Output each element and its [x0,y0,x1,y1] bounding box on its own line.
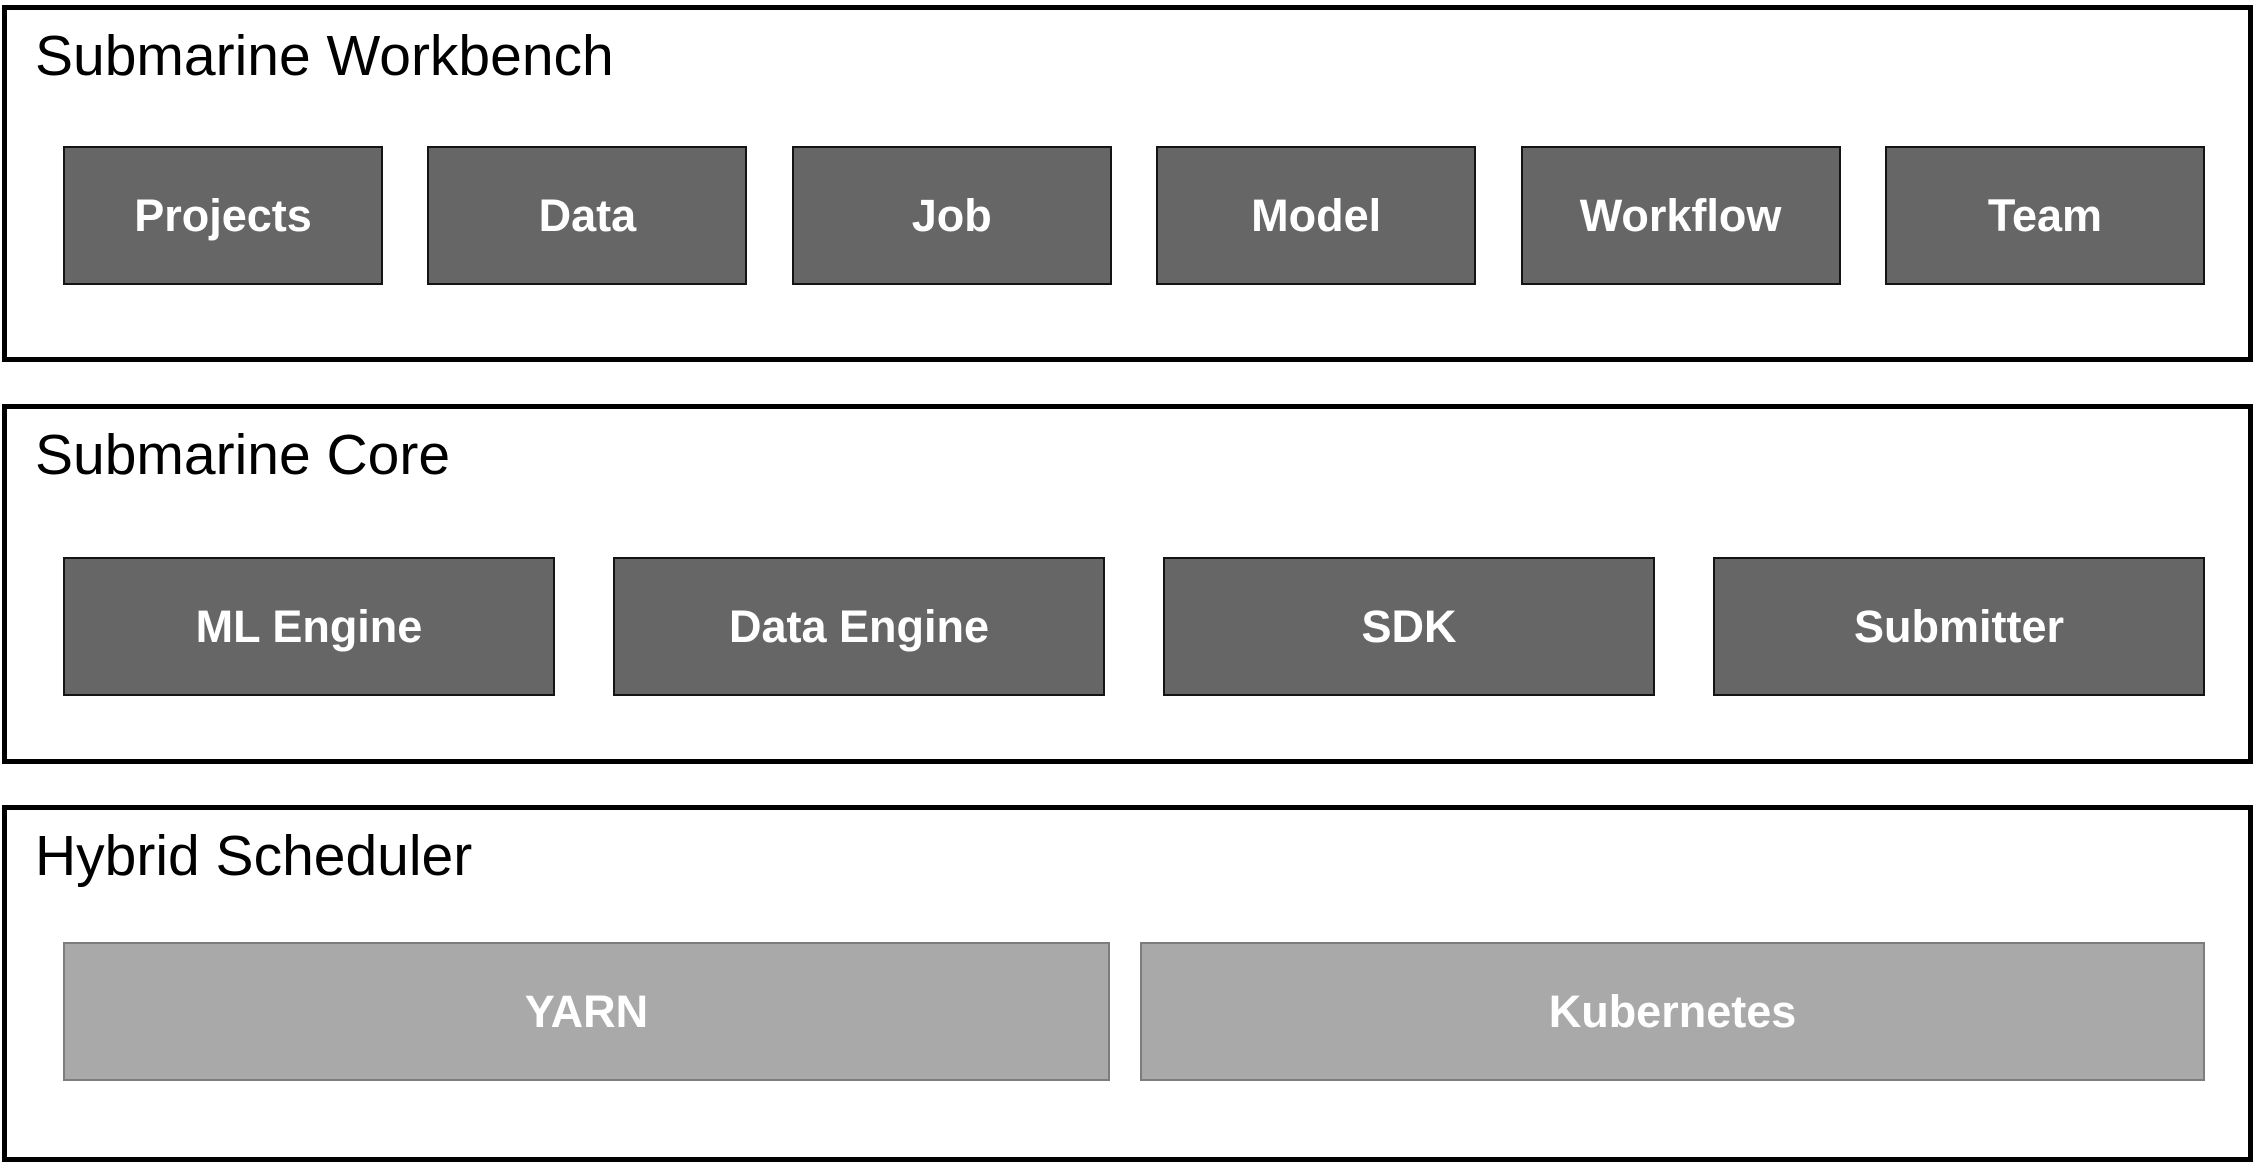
core-components-row: ML Engine Data Engine SDK Submitter [63,557,2205,696]
section-title-submarine-workbench: Submarine Workbench [35,24,614,88]
box-ml-engine: ML Engine [63,557,555,696]
section-submarine-core: Submarine Core ML Engine Data Engine SDK… [2,404,2253,764]
section-submarine-workbench: Submarine Workbench Projects Data Job Mo… [2,5,2253,362]
box-model: Model [1156,146,1477,285]
section-hybrid-scheduler: Hybrid Scheduler YARN Kubernetes [2,805,2253,1162]
workbench-components-row: Projects Data Job Model Workflow Team [63,146,2205,285]
box-data: Data [427,146,748,285]
box-sdk: SDK [1163,557,1655,696]
section-title-hybrid-scheduler: Hybrid Scheduler [35,824,473,888]
box-data-engine: Data Engine [613,557,1105,696]
section-title-submarine-core: Submarine Core [35,423,451,487]
box-kubernetes: Kubernetes [1140,942,2205,1081]
box-projects: Projects [63,146,383,285]
box-team: Team [1884,146,2205,285]
box-job: Job [791,146,1112,285]
box-workflow: Workflow [1520,146,1841,285]
box-submitter: Submitter [1713,557,2205,696]
box-yarn: YARN [63,942,1110,1081]
scheduler-components-row: YARN Kubernetes [63,942,2205,1081]
